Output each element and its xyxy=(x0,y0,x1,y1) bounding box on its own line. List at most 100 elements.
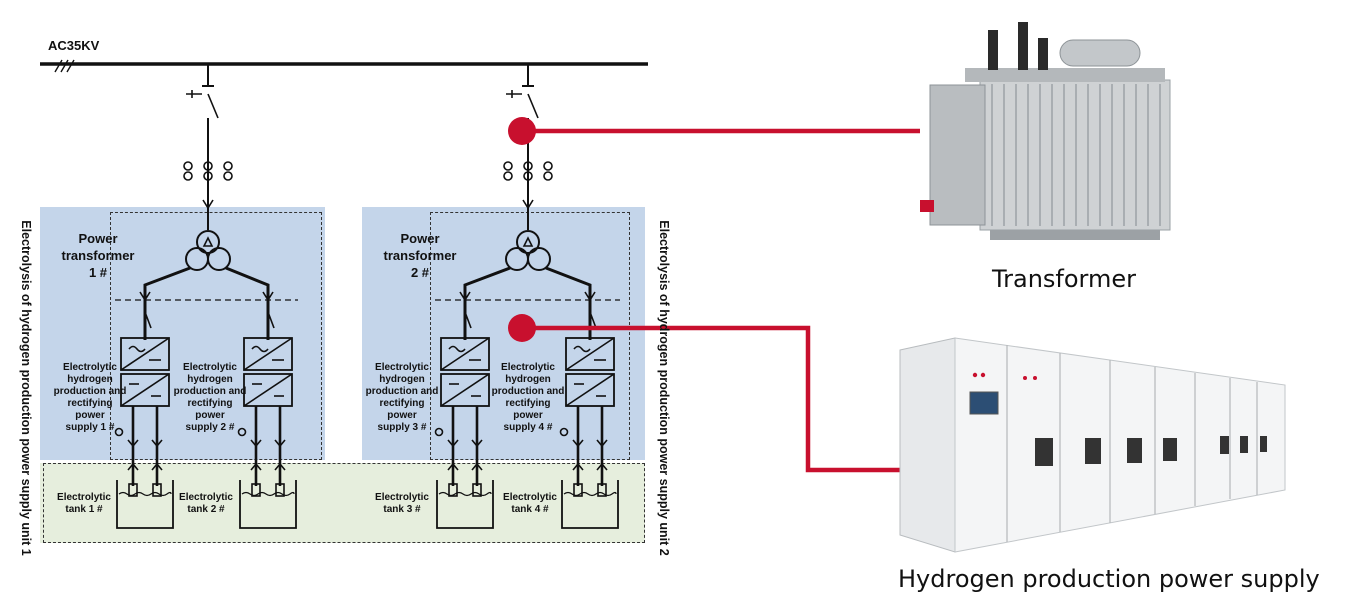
supply-4-junction-b xyxy=(596,462,608,471)
transformer-callout-dot xyxy=(508,117,536,145)
unit-1-zone xyxy=(40,207,325,460)
tank-2-electrode-b xyxy=(275,483,285,497)
transformer-1-label: Power transformer 1 # xyxy=(61,231,135,280)
transformer-2-delta-mark xyxy=(522,236,534,247)
transformer-1-left-branch xyxy=(143,266,191,340)
feeder-2-ct-1b xyxy=(503,171,513,181)
power-supply-callout-dot xyxy=(508,314,536,342)
supply-3-ac-dc-diagonal xyxy=(440,337,490,371)
supply-1-junction-a xyxy=(127,462,139,471)
transformer-2-wye-winding-a xyxy=(505,247,529,271)
transformer-1-wye-winding-b xyxy=(207,247,231,271)
supply-3-breaker xyxy=(464,311,472,329)
transformer-2-label: Power transformer 2 # xyxy=(383,231,457,280)
unit-1-side-label: Electrolysis of hydrogen production powe… xyxy=(19,220,33,556)
transformer-2-delta-winding xyxy=(516,230,540,254)
tank-4-electrode-a xyxy=(573,483,583,497)
tank-4-vessel xyxy=(561,480,619,529)
power-supply-callout-line xyxy=(522,325,900,473)
feeder-1-ct-1 xyxy=(183,161,193,171)
supply-4-breaker xyxy=(589,311,597,329)
supply-1-dc-dc-block xyxy=(120,373,170,407)
tank-3-electrolyte xyxy=(438,491,492,497)
transformer-1-delta-winding xyxy=(196,230,220,254)
supply-1-ac-symbol xyxy=(128,345,146,353)
transformer-1-right-branch xyxy=(225,266,270,340)
supply-2-breaker xyxy=(267,311,275,329)
feeder-2-arrow xyxy=(522,199,534,210)
unit-2-zone xyxy=(362,207,645,460)
supply-4-dc-dc-diagonal xyxy=(565,373,615,407)
supply-3-dc-dc-diagonal xyxy=(440,373,490,407)
feeder-1-disconnector xyxy=(207,93,219,119)
feeder-1-ct-3b xyxy=(223,171,233,181)
feeder-1-earth-switch xyxy=(186,90,202,98)
supply-1-breaker xyxy=(144,311,152,329)
tank-3-vessel xyxy=(436,480,494,529)
bus-hatch xyxy=(54,59,75,73)
supply-3-junction-a xyxy=(447,462,459,471)
supply-2-ac-symbol xyxy=(251,345,269,353)
supply-4-fuse-b xyxy=(596,439,608,448)
unit-1-outline xyxy=(110,212,322,460)
supply-3-meter xyxy=(434,427,444,437)
supply-3-ac-dc-block xyxy=(440,337,490,371)
supply-3-ac-symbol xyxy=(448,345,466,353)
supply-2-junction-a xyxy=(250,462,262,471)
tank-4-electrode-b xyxy=(597,483,607,497)
feeder-1-ct-2b xyxy=(203,171,213,181)
supply-4-ac-dc-block xyxy=(565,337,615,371)
tank-2-electrolyte xyxy=(241,491,295,497)
transformer-caption: Transformer xyxy=(992,265,1137,293)
overall-outline xyxy=(43,463,645,543)
tank-1-vessel xyxy=(116,480,174,529)
supply-4-junction-a xyxy=(572,462,584,471)
bus-label: AC35KV xyxy=(48,38,100,53)
tank-3-electrode-a xyxy=(448,483,458,497)
supply-1-fuse-a xyxy=(127,439,139,448)
tank-1-electrode-b xyxy=(152,483,162,497)
unit-2-side-label: Electrolysis of hydrogen production powe… xyxy=(657,220,671,556)
feeder-2-ct-2 xyxy=(523,161,533,171)
supply-4-fuse-a xyxy=(572,439,584,448)
tank-zone xyxy=(40,463,645,543)
supply-4-switch xyxy=(584,291,596,302)
transformer-1-wye-winding-a xyxy=(185,247,209,271)
supply-3-dc-dc-block xyxy=(440,373,490,407)
supply-2-meter xyxy=(237,427,247,437)
power-supply-caption: Hydrogen production power supply xyxy=(898,565,1320,593)
supply-4-ac-symbol xyxy=(573,345,591,353)
tank-2-vessel xyxy=(239,480,297,529)
tank-2-electrode-a xyxy=(251,483,261,497)
supply-1-switch xyxy=(139,291,151,302)
feeder-1-ct-1b xyxy=(183,171,193,181)
supply-1-ac-dc-block xyxy=(120,337,170,371)
tank-4-electrolyte xyxy=(563,491,617,497)
supply-1-meter xyxy=(114,427,124,437)
supply-2-fuse-b xyxy=(274,439,286,448)
tank-1-electrode-a xyxy=(128,483,138,497)
supply-1-junction-b xyxy=(151,462,163,471)
feeder-2-ct-2b xyxy=(523,171,533,181)
supply-1-ac-dc-diagonal xyxy=(120,337,170,371)
feeder-2-ct-3b xyxy=(543,171,553,181)
supply-3-fuse-a xyxy=(447,439,459,448)
tank-1-electrolyte xyxy=(118,491,172,497)
supply-2-fuse-a xyxy=(250,439,262,448)
feeder-2-ct-3 xyxy=(543,161,553,171)
feeder-2-earth-switch xyxy=(506,90,522,98)
supply-4-ac-dc-diagonal xyxy=(565,337,615,371)
transformer-2-wye-winding-b xyxy=(527,247,551,271)
supply-3-junction-b xyxy=(471,462,483,471)
feeder-2-disconnector xyxy=(527,93,539,119)
power-supply-cabinet-image xyxy=(899,337,1286,553)
